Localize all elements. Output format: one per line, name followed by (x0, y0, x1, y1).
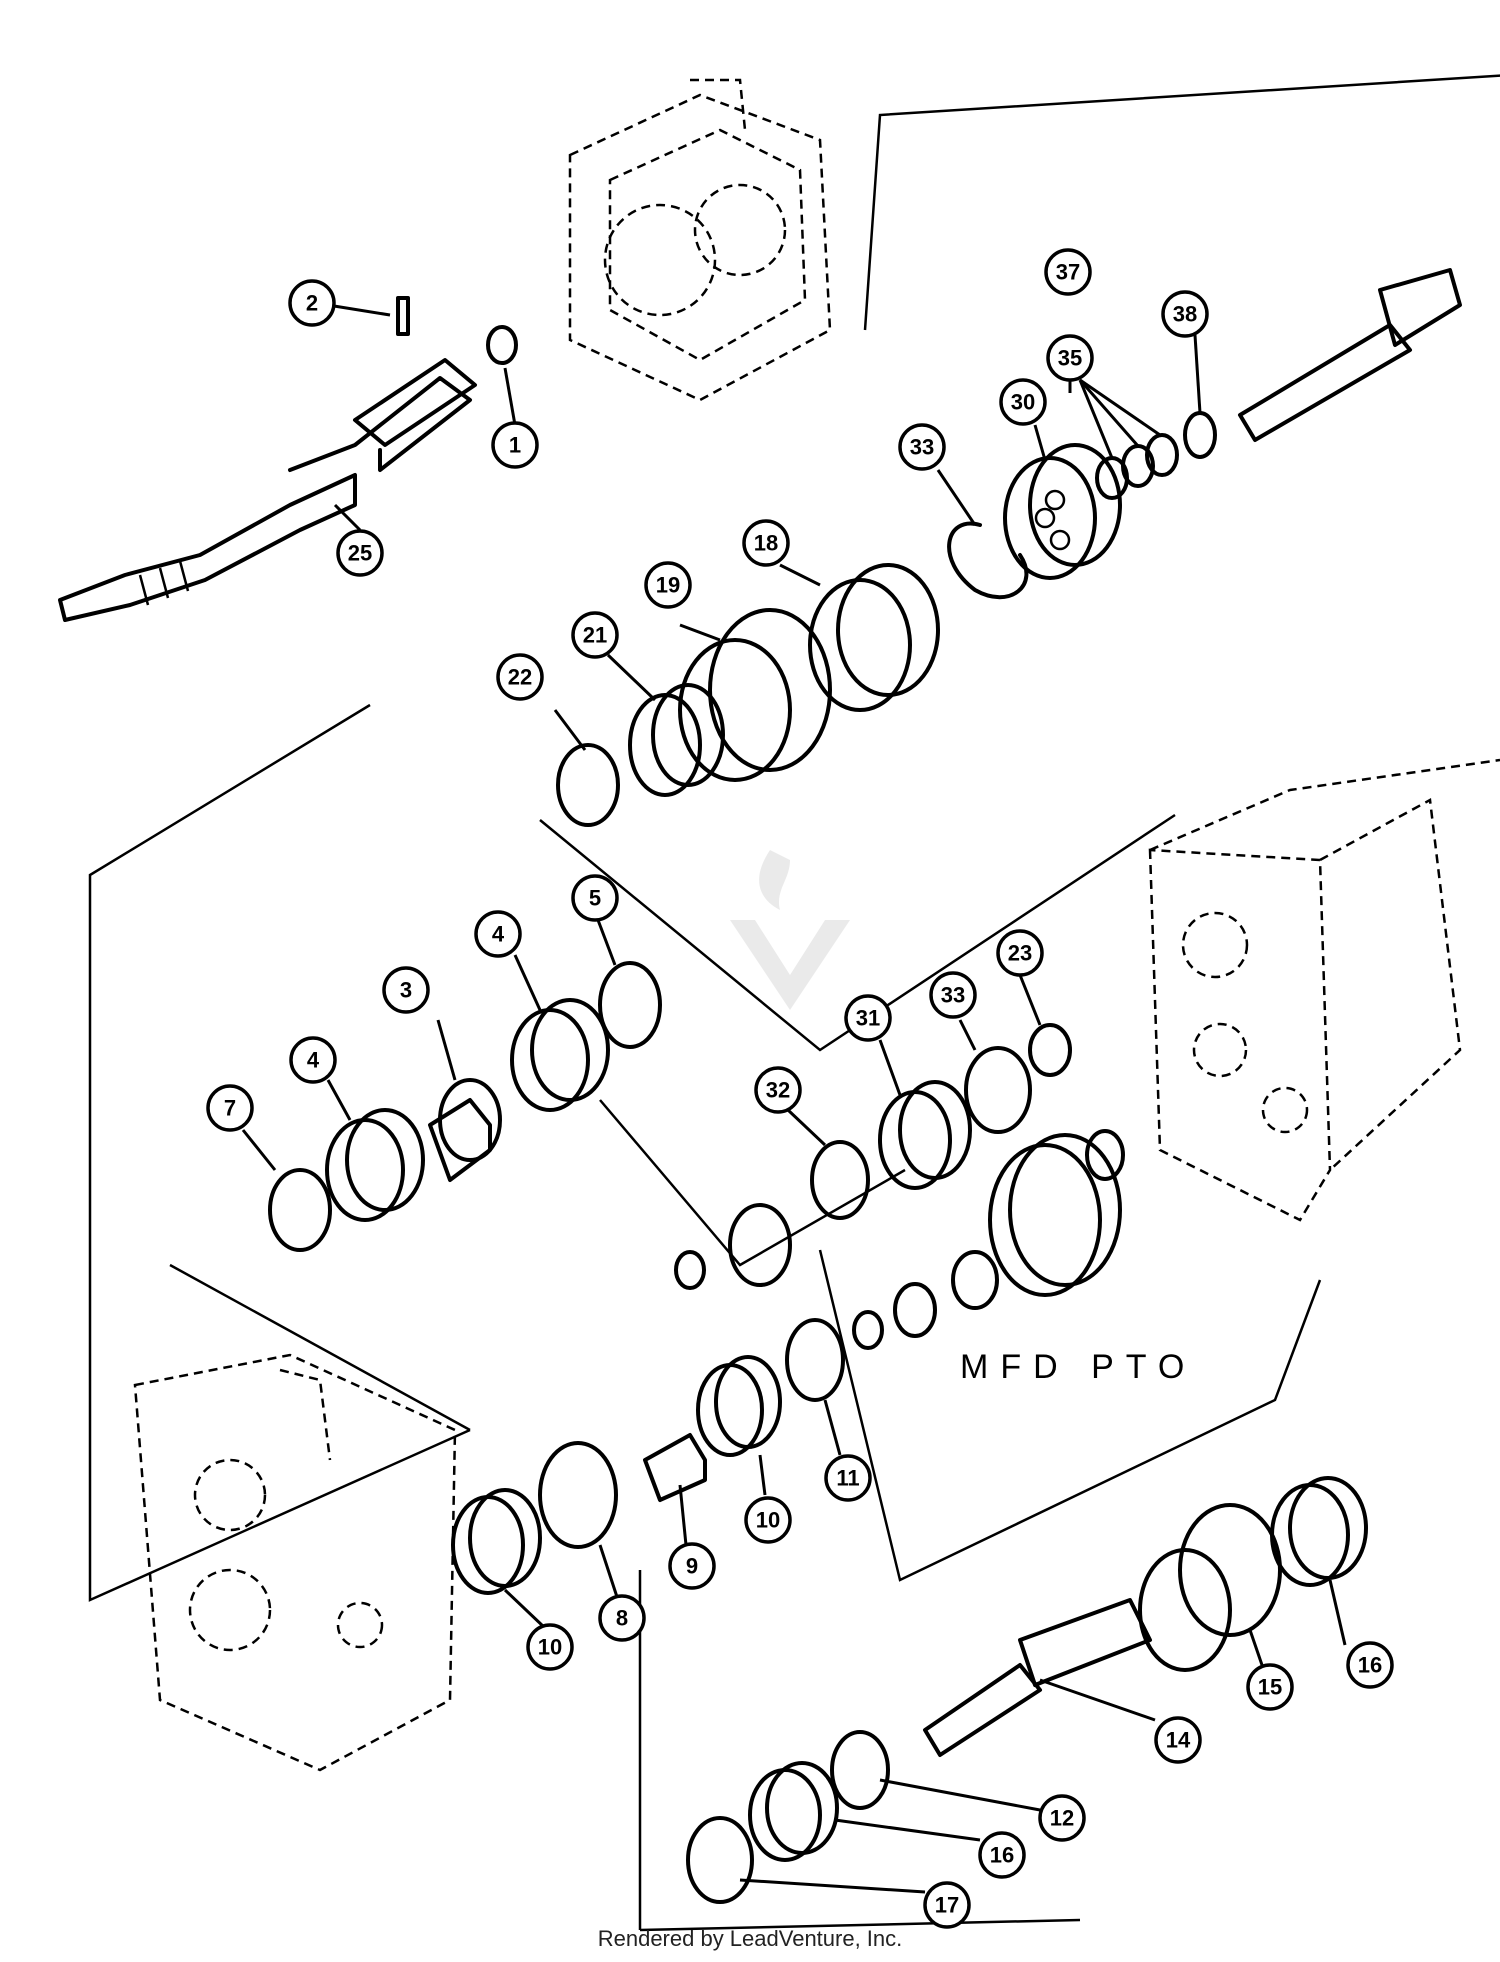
front-cover-left (133, 1353, 457, 1772)
svg-text:8: 8 (616, 1606, 628, 1631)
callout-7: 7 (206, 1084, 254, 1132)
callout-35: 35 (1046, 334, 1094, 382)
svg-text:38: 38 (1173, 302, 1197, 327)
callout-10a: 10 (744, 1496, 792, 1544)
input-shaft-parts (451, 1318, 845, 1595)
countershaft-parts (268, 961, 662, 1252)
svg-text:16: 16 (990, 1843, 1014, 1868)
mfd-pto-label: MFD PTO (960, 1348, 1197, 1386)
svg-text:22: 22 (508, 665, 532, 690)
callout-23: 23 (996, 929, 1044, 977)
svg-text:15: 15 (1258, 1675, 1282, 1700)
transmission-housing-top (568, 78, 832, 402)
svg-text:17: 17 (935, 1893, 959, 1918)
svg-text:16: 16 (1358, 1653, 1382, 1678)
svg-text:23: 23 (1008, 941, 1032, 966)
callout-37: 37 (1044, 248, 1092, 296)
callout-33: 33 (898, 423, 946, 471)
callout-21: 21 (571, 611, 619, 659)
rear-housing-right (1148, 758, 1500, 1222)
leadventure-watermark-logo (660, 840, 920, 1025)
callout-9: 9 (668, 1542, 716, 1590)
callout-2: 2 (288, 279, 336, 327)
output-shaft-parts (686, 1476, 1368, 1904)
svg-text:35: 35 (1058, 346, 1082, 371)
svg-text:1: 1 (509, 433, 521, 458)
svg-text:33: 33 (941, 983, 965, 1008)
svg-text:7: 7 (224, 1096, 236, 1121)
svg-text:9: 9 (686, 1554, 698, 1579)
callout-11: 11 (824, 1454, 872, 1502)
ring-1 (486, 325, 518, 365)
shaft-25 (58, 296, 477, 622)
callout-3: 3 (382, 966, 430, 1014)
svg-text:33: 33 (910, 435, 934, 460)
svg-text:4: 4 (307, 1048, 320, 1073)
callout-32: 32 (754, 1066, 802, 1114)
callout-22: 22 (496, 653, 544, 701)
svg-text:30: 30 (1011, 390, 1035, 415)
svg-text:10: 10 (756, 1508, 780, 1533)
callout-1: 1 (491, 421, 539, 469)
callout-8: 8 (598, 1594, 646, 1642)
svg-text:12: 12 (1050, 1806, 1074, 1831)
callout-25: 25 (336, 529, 384, 577)
svg-text:3: 3 (400, 978, 412, 1003)
callout-30: 30 (999, 378, 1047, 426)
callout-31: 31 (844, 994, 892, 1042)
svg-text:11: 11 (836, 1466, 859, 1491)
svg-text:21: 21 (583, 623, 607, 648)
callout-19: 19 (644, 561, 692, 609)
callout-16a: 16 (1346, 1641, 1394, 1689)
callout-17: 17 (923, 1881, 971, 1929)
middle-gears (556, 563, 940, 827)
callout-5: 5 (571, 874, 619, 922)
render-credit: Rendered by LeadVenture, Inc. (597, 1926, 903, 1951)
callout-33b: 33 (929, 971, 977, 1019)
svg-text:4: 4 (492, 922, 505, 947)
svg-text:14: 14 (1166, 1728, 1191, 1753)
callout-16b: 16 (978, 1831, 1026, 1879)
callout-18: 18 (742, 519, 790, 567)
callout-10b: 10 (526, 1623, 574, 1671)
svg-text:5: 5 (589, 886, 601, 911)
assembly-outline (88, 74, 1500, 1932)
svg-text:31: 31 (856, 1006, 880, 1031)
leader-lines (241, 304, 1347, 1894)
svg-text:10: 10 (538, 1635, 562, 1660)
upper-right-parts (947, 268, 1462, 600)
svg-text:18: 18 (754, 531, 778, 556)
callout-4b: 4 (289, 1036, 337, 1084)
svg-text:2: 2 (306, 291, 318, 316)
svg-text:19: 19 (656, 573, 680, 598)
svg-text:32: 32 (766, 1078, 790, 1103)
callout-12: 12 (1038, 1794, 1086, 1842)
mfd-pto-parts (674, 1023, 1125, 1350)
svg-text:25: 25 (348, 541, 372, 566)
callout-38: 38 (1161, 290, 1209, 338)
callout-14: 14 (1154, 1716, 1202, 1764)
callout-4a: 4 (474, 910, 522, 958)
callout-15: 15 (1246, 1663, 1294, 1711)
svg-text:37: 37 (1056, 260, 1080, 285)
